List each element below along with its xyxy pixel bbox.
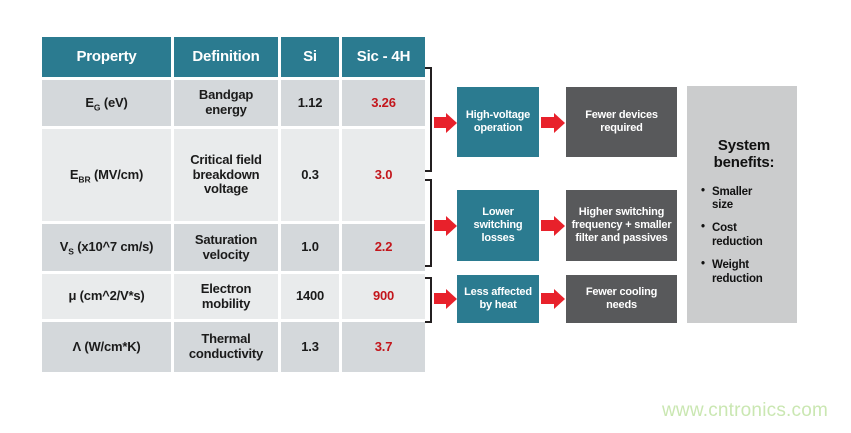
si-value-cell: 1.3 xyxy=(281,322,339,372)
benefit-item: • Weight reduction xyxy=(701,257,775,287)
col-header-sic4h: Sic - 4H xyxy=(342,37,425,77)
bullet-icon: • xyxy=(701,184,705,197)
cause-box-less-affected-by-heat: Less affected by heat xyxy=(457,275,539,323)
si-value-cell: 1400 xyxy=(281,274,339,319)
sic-value-cell: 3.26 xyxy=(342,80,425,126)
col-header-definition: Definition xyxy=(174,37,278,77)
right-arrow-icon xyxy=(541,293,555,304)
system-benefits-panel: System benefits: • Smaller size • Cost r… xyxy=(687,86,797,323)
effect-box-fewer-devices: Fewer devices required xyxy=(566,87,677,157)
property-symbol: VS (x10^7 cm/s) xyxy=(59,239,154,257)
si-value-cell: 1.12 xyxy=(281,80,339,126)
bullet-icon: • xyxy=(701,257,705,270)
definition-cell: Bandgap energy xyxy=(174,80,278,126)
property-cell: VS (x10^7 cm/s) xyxy=(42,224,171,271)
cause-box-high-voltage: High-voltage operation xyxy=(457,87,539,157)
row-group-bracket-1 xyxy=(425,67,432,172)
effect-box-higher-switching-frequency: Higher switching frequency + smaller fil… xyxy=(566,190,677,261)
row-group-bracket-3 xyxy=(425,277,432,323)
property-symbol: EBR (MV/cm) xyxy=(69,166,144,185)
property-comparison-table: Property Definition Si Sic - 4H EG (eV) … xyxy=(42,37,425,372)
property-cell: Λ (W/cm*K) xyxy=(42,322,171,372)
si-value-cell: 1.0 xyxy=(281,224,339,271)
benefit-item: • Cost reduction xyxy=(701,221,775,250)
row-group-bracket-2 xyxy=(425,179,432,267)
col-header-property: Property xyxy=(42,37,171,77)
bullet-icon: • xyxy=(701,221,705,234)
property-cell: μ (cm^2/V*s) xyxy=(42,274,171,319)
property-cell: EG (eV) xyxy=(42,80,171,126)
sic-value-cell: 900 xyxy=(342,274,425,319)
benefit-item: • Smaller size xyxy=(701,184,775,214)
col-header-si: Si xyxy=(281,37,339,77)
right-arrow-icon xyxy=(434,293,447,304)
property-symbol: EG (eV) xyxy=(85,94,128,113)
cause-box-lower-switching-losses: Lower switching losses xyxy=(457,190,539,261)
right-arrow-icon xyxy=(541,220,555,231)
definition-cell: Thermal conductivity xyxy=(174,322,278,372)
benefit-label: Cost reduction xyxy=(712,222,763,248)
watermark-text: www.cntronics.com xyxy=(662,400,828,421)
definition-cell: Saturation velocity xyxy=(174,224,278,271)
definition-cell: Critical field breakdown voltage xyxy=(174,129,278,221)
right-arrow-icon xyxy=(434,220,447,231)
benefit-label: Weight reduction xyxy=(712,258,763,285)
sic-value-cell: 3.7 xyxy=(342,322,425,372)
si-value-cell: 0.3 xyxy=(281,129,339,221)
property-cell: EBR (MV/cm) xyxy=(42,129,171,221)
right-arrow-icon xyxy=(541,117,555,128)
benefits-title: System benefits: xyxy=(713,137,775,171)
property-symbol: Λ (W/cm*K) xyxy=(72,338,141,354)
definition-cell: Electron mobility xyxy=(174,274,278,319)
sic-value-cell: 3.0 xyxy=(342,129,425,221)
effect-box-fewer-cooling-needs: Fewer cooling needs xyxy=(566,275,677,323)
benefit-label: Smaller size xyxy=(712,185,753,212)
property-symbol: μ (cm^2/V*s) xyxy=(68,288,145,304)
right-arrow-icon xyxy=(434,117,447,128)
sic-value-cell: 2.2 xyxy=(342,224,425,271)
